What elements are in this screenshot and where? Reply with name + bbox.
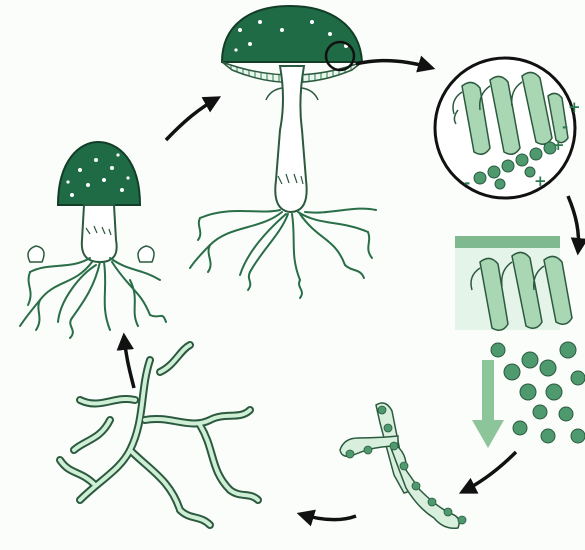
gill-detail: + - + - + [435,58,581,198]
charge-sign: + [552,136,565,154]
mature-cap [222,6,362,62]
arrow-hyphae-to-mycelium [300,514,356,520]
charge-sign: - [464,174,470,192]
charge-sign: + [568,98,581,116]
arrow-to-gill-detail [356,61,432,68]
arrow-young-to-mature [166,98,218,140]
mature-roots [190,209,376,298]
spore-release [455,236,585,448]
down-arrow [472,360,504,448]
young-roots [20,258,166,338]
young-mushroom [20,142,166,338]
charge-sign: - [562,118,568,136]
arrow-release-to-hyphae [462,452,516,492]
falling-spores [491,342,585,443]
arrow-mycelium-to-young [124,336,134,388]
young-stem [82,205,117,262]
germinating-hyphae [340,403,466,528]
mycelium-network [60,345,258,525]
mature-mushroom [190,6,376,298]
charge-sign: + [534,172,547,190]
arrow-gill-to-release [568,196,579,252]
